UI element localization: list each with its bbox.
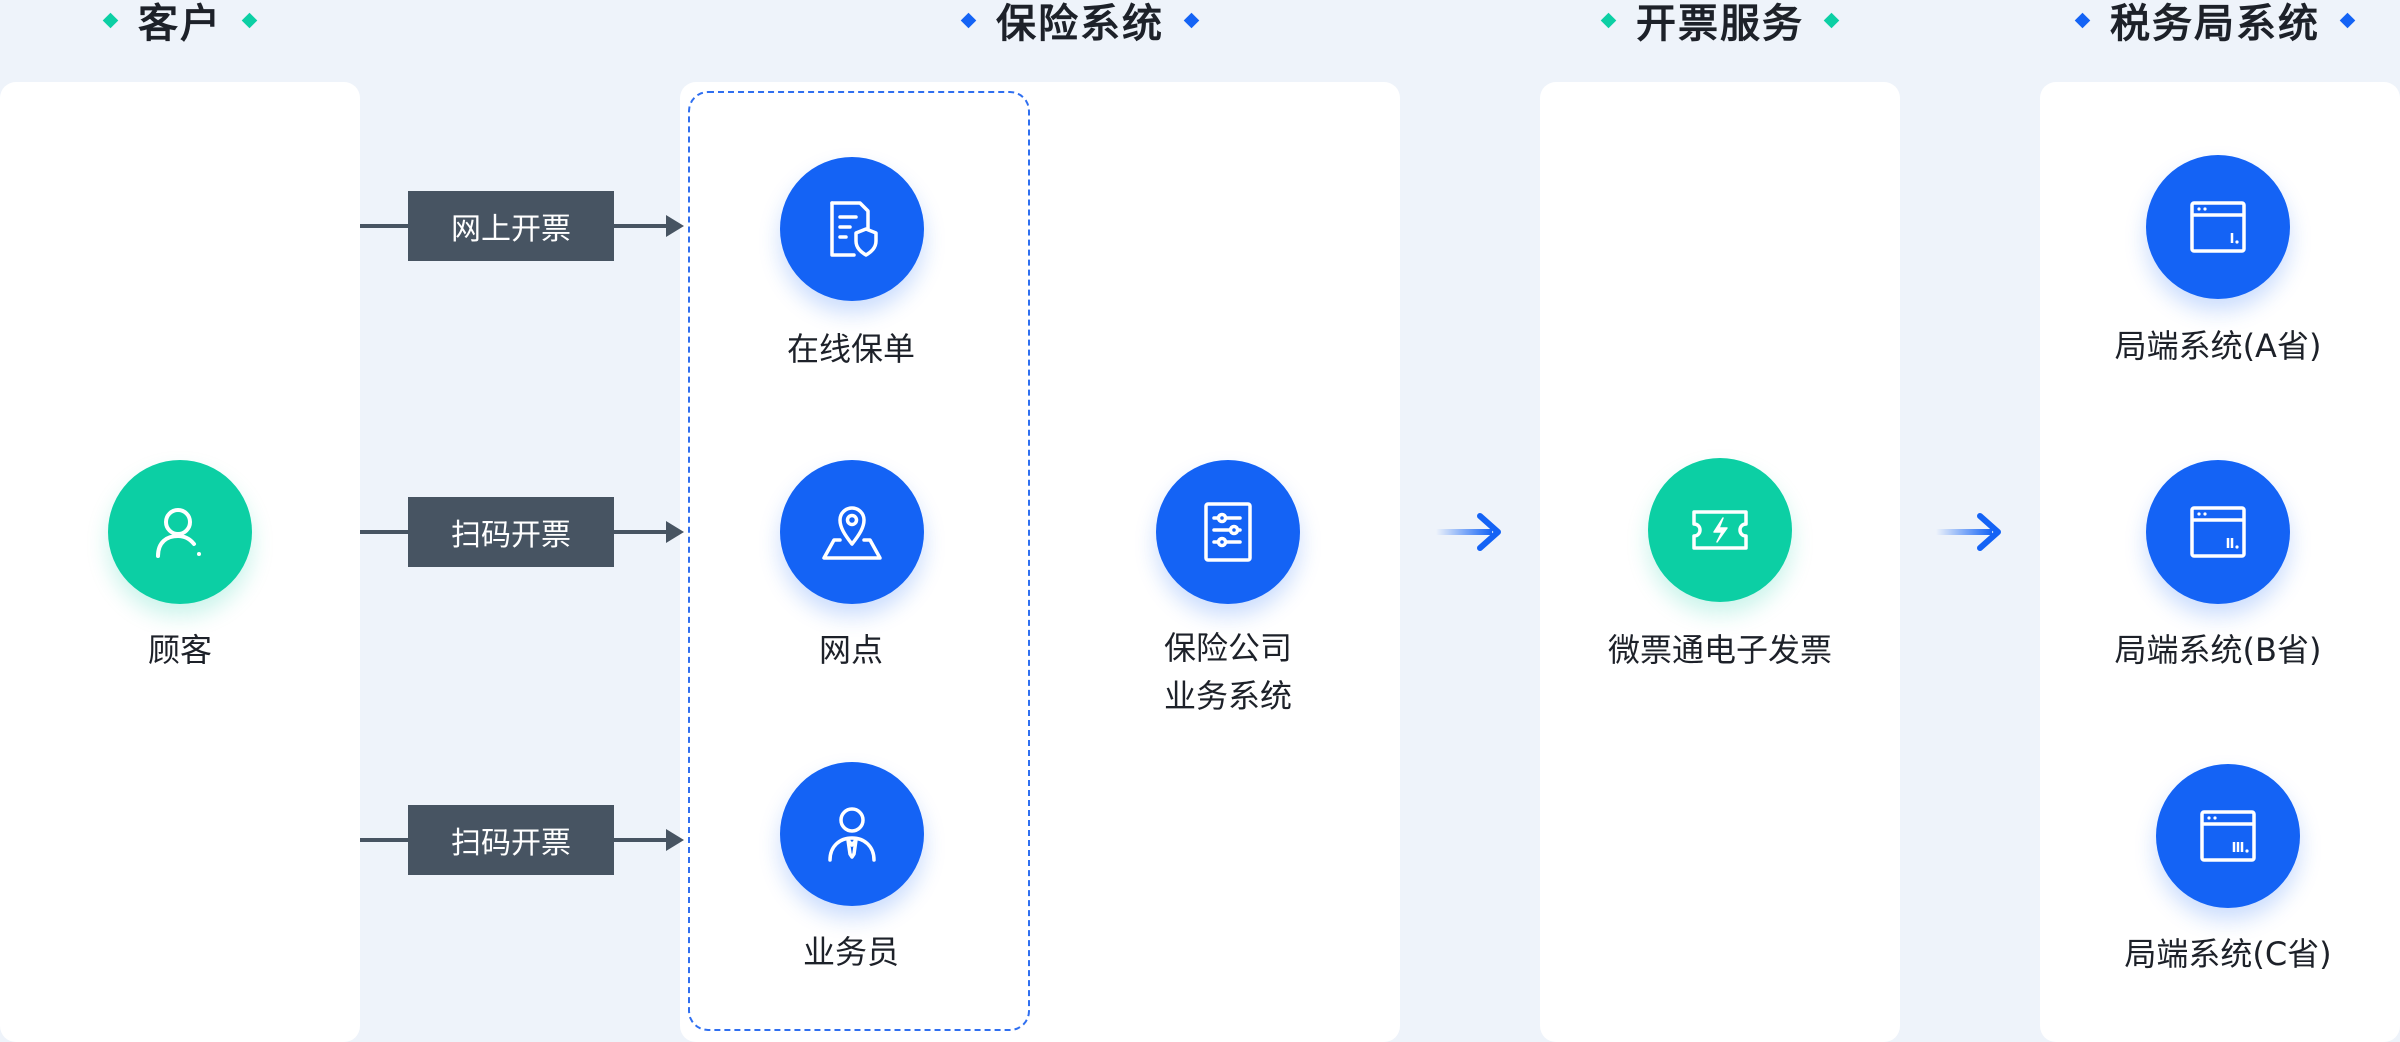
invoice-service-label: 微票通电子发票 bbox=[1607, 631, 1832, 669]
tax-system-c-node bbox=[2156, 764, 2300, 908]
user-icon bbox=[156, 508, 201, 558]
diamond-icon bbox=[2339, 12, 2356, 28]
insurer-system-node bbox=[1156, 460, 1300, 604]
browser-window-icon bbox=[2190, 506, 2246, 558]
agent-label: 业务员 bbox=[802, 933, 899, 971]
online-policy-node bbox=[780, 157, 924, 301]
browser-window-icon bbox=[2200, 810, 2256, 862]
insurer-system-label-line1: 保险公司 bbox=[1163, 629, 1292, 667]
arrow-right-icon bbox=[666, 521, 684, 543]
header-tax: 税务局系统 bbox=[2030, 0, 2400, 47]
invoice-service-node bbox=[1648, 458, 1792, 602]
tax-system-b-node bbox=[2146, 460, 2290, 604]
diamond-icon bbox=[241, 12, 258, 28]
channel-tag-scan-branch: 扫码开票 bbox=[408, 497, 614, 567]
agent-node bbox=[780, 762, 924, 906]
tax-system-c-label: 局端系统(C省) bbox=[2124, 935, 2332, 973]
flow-arrow-icon bbox=[1936, 513, 2001, 551]
diamond-icon bbox=[1600, 12, 1617, 28]
diamond-icon bbox=[2074, 12, 2091, 28]
header-invoice: 开票服务 bbox=[1550, 0, 1890, 47]
channel-tag-scan-agent: 扫码开票 bbox=[408, 805, 614, 875]
arrow-right-icon bbox=[666, 215, 684, 237]
header-insurance-label: 保险系统 bbox=[996, 1, 1164, 47]
diamond-icon bbox=[102, 12, 119, 28]
tax-system-a-label: 局端系统(A省) bbox=[2114, 327, 2322, 365]
header-insurance: 保险系统 bbox=[880, 0, 1280, 47]
diamond-icon bbox=[1183, 12, 1200, 28]
customer-node bbox=[108, 460, 252, 604]
customer-label: 顾客 bbox=[147, 631, 212, 669]
branch-node bbox=[780, 460, 924, 604]
header-tax-label: 税务局系统 bbox=[2110, 1, 2320, 47]
policy-shield-icon bbox=[830, 201, 878, 257]
diamond-icon bbox=[1823, 12, 1840, 28]
invoice-ticket-icon bbox=[1692, 510, 1748, 550]
settings-document-icon bbox=[1204, 502, 1252, 562]
browser-window-icon bbox=[2190, 201, 2246, 253]
channel-group-border bbox=[688, 91, 1030, 1031]
header-customer-label: 客户 bbox=[138, 1, 222, 47]
insurer-system-label-line2: 业务系统 bbox=[1163, 677, 1292, 715]
header-customer: 客户 bbox=[60, 0, 300, 47]
channel-tag-online: 网上开票 bbox=[408, 191, 614, 261]
arrow-right-icon bbox=[666, 829, 684, 851]
insurer-system-label: 保险公司 业务系统 bbox=[1108, 624, 1348, 720]
flow-arrow-icon bbox=[1436, 513, 1501, 551]
tax-system-a-node bbox=[2146, 155, 2290, 299]
online-policy-label: 在线保单 bbox=[786, 330, 915, 368]
diamond-icon bbox=[960, 12, 977, 28]
map-pin-icon bbox=[822, 506, 882, 560]
branch-label: 网点 bbox=[818, 631, 883, 669]
agent-icon bbox=[828, 807, 876, 862]
header-invoice-label: 开票服务 bbox=[1636, 1, 1804, 47]
tax-system-b-label: 局端系统(B省) bbox=[2114, 631, 2322, 669]
